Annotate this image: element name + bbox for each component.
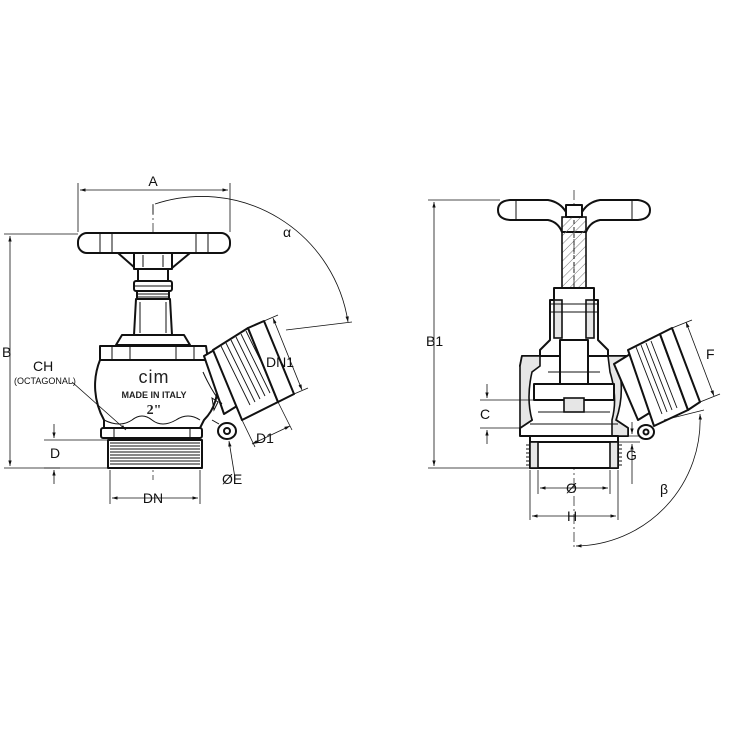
dim-label-b: B: [2, 344, 11, 360]
section-view: B1 F C G Ø: [426, 190, 721, 548]
dim-label-alpha: α: [283, 224, 291, 240]
front-view: cim MADE IN ITALY 2": [2, 173, 353, 506]
dim-label-ch-note: (OCTAGONAL): [14, 376, 76, 386]
dim-label-d: D: [50, 445, 60, 461]
body-octagonal-bottom: [100, 427, 203, 439]
body-octagonal-top: [99, 345, 209, 361]
brand-marking: cim: [139, 367, 170, 387]
dim-label-e: ØE: [222, 471, 242, 487]
size-marking: 2": [147, 403, 162, 418]
front-drain-screw: [211, 419, 237, 440]
bonnet-flange: [115, 334, 191, 346]
dim-label-diameter: Ø: [566, 480, 577, 496]
section-inlet: [526, 435, 622, 469]
front-stem: [115, 268, 191, 346]
origin-marking: MADE IN ITALY: [121, 390, 186, 400]
dim-label-c: C: [480, 406, 490, 422]
dim-label-b1: B1: [426, 333, 443, 349]
dim-label-ch: CH: [33, 358, 53, 374]
section-handwheel: [497, 199, 651, 233]
front-body: cim MADE IN ITALY 2": [94, 345, 219, 439]
stem-top-nut: [565, 204, 583, 218]
body-wall-left: [519, 355, 541, 430]
front-inlet-thread: [107, 439, 203, 469]
front-handwheel: [77, 232, 231, 270]
dim-label-d1: D1: [256, 430, 274, 446]
dim-label-f: F: [706, 346, 715, 362]
dim-label-g: G: [626, 447, 637, 463]
inlet-threaded-end: [107, 439, 203, 469]
dim-label-beta: β: [660, 481, 668, 497]
handwheel-rim: [77, 232, 231, 254]
section-body: [519, 339, 629, 437]
section-outlet: [613, 327, 701, 440]
dim-label-dn1: DN1: [266, 354, 294, 370]
disc-nut: [563, 397, 585, 413]
dim-label-h: H: [567, 508, 577, 524]
front-dimensions: A α B CH (OCTAGONAL) D DN: [2, 173, 353, 506]
dim-label-dn: DN: [143, 490, 163, 506]
section-inlet-thread: [529, 441, 619, 469]
section-dimensions: B1 F C G Ø: [426, 199, 721, 548]
dim-label-a: A: [148, 173, 158, 189]
